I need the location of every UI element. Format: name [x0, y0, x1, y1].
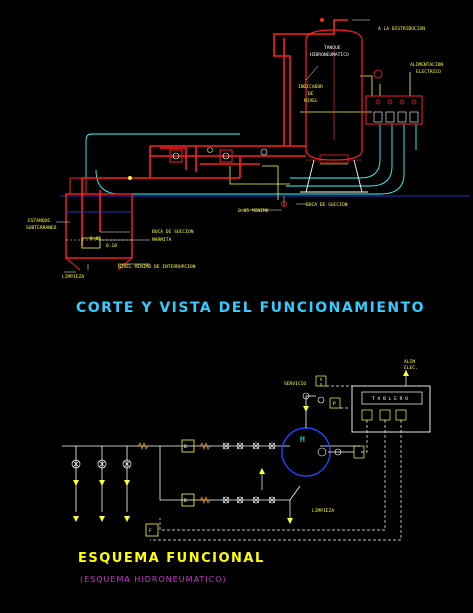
label-limpieza-top: LIMPIEZA	[62, 274, 84, 280]
level-switch	[328, 445, 365, 459]
underground-tank	[65, 177, 133, 271]
label-tanque-1: TANQUE	[324, 45, 341, 51]
svg-text:B: B	[184, 498, 187, 504]
tablero-panel: T A B L E R O	[351, 370, 431, 433]
label-dim-2: 0.10	[106, 243, 117, 249]
distribution-lines	[62, 445, 160, 512]
label-limpieza-bottom: LIMPIEZA	[312, 508, 334, 514]
discharge-pipes	[273, 19, 348, 146]
svg-text:B: B	[184, 444, 187, 450]
svg-text:T A B L E R O: T A B L E R O	[372, 396, 408, 402]
label-dim-1: 0.05	[90, 236, 101, 242]
marker-dot-2	[320, 18, 324, 22]
svg-text:H: H	[300, 435, 305, 444]
tank-symbol: H	[281, 427, 331, 477]
label-alimentacion-1: ALIMENTACION	[410, 62, 443, 68]
title-corte: CORTE Y VISTA DEL FUNCIONAMIENTO	[76, 300, 425, 316]
label-alim-1: ALIM	[404, 359, 415, 365]
pump-pipes	[81, 145, 306, 246]
panel-contact-2	[385, 111, 395, 123]
top-section: A LA DISTRIBUCION TANQUE HIDRONEUMATICO …	[26, 18, 470, 316]
svg-text:P: P	[333, 401, 336, 407]
control-wiring	[150, 376, 402, 541]
service-outlet: P	[302, 375, 341, 428]
title-esquema: ESQUEMA FUNCIONAL	[78, 551, 265, 566]
panel-contact-3	[397, 111, 407, 123]
hydropneumatic-tank	[300, 29, 368, 193]
label-tanque-2: HIDRONEUMATICO	[310, 52, 349, 58]
cleaning-outlet	[259, 468, 293, 524]
label-alim-2: ELEC.	[404, 365, 418, 371]
label-minimo: 0.05 MINIMO	[238, 208, 269, 214]
marker-dot-1	[281, 201, 287, 207]
label-indicador-3: NIVEL	[304, 98, 318, 104]
fixture-icons	[71, 459, 132, 469]
pump-box-upper: B	[181, 439, 195, 453]
float-switch: F	[145, 523, 159, 537]
label-estanque-1: ESTANQUE	[28, 218, 50, 224]
label-alimentacion-2: ELECTRICO	[416, 69, 441, 75]
label-indicador-2: DE	[308, 91, 314, 97]
pump-box-lower: B	[181, 493, 195, 507]
label-boca-succion-2: BOCA DE SUCCION	[306, 202, 348, 208]
pressure-switch-icon	[373, 69, 383, 79]
inline-valves	[222, 442, 276, 504]
label-indicador-1: INDICADOR	[298, 84, 323, 90]
pump-2	[219, 149, 233, 163]
panel-contact-1	[373, 111, 383, 123]
electric-conduits	[85, 124, 417, 195]
label-nivel-minimo-interrupcion: NIVEL MINIMO DE INTERRUPCION	[118, 264, 196, 270]
signal-wires	[229, 72, 411, 200]
label-distribucion: A LA DISTRIBUCION	[378, 26, 425, 32]
flexible-couplings	[137, 441, 211, 505]
label-boca-succion-1: BOCA DE SUCCION	[152, 229, 194, 235]
label-marmita: MARMITA	[152, 237, 172, 243]
svg-text:F: F	[149, 528, 152, 534]
valve-icon	[260, 148, 268, 156]
label-estanque-2: SUBTERRANEO	[26, 225, 57, 231]
label-servicio: SERVICIO	[284, 381, 306, 387]
leader-lines	[56, 19, 370, 273]
subtitle-esquema: (ESQUEMA HIDRONEUMATICO)	[80, 575, 227, 584]
panel-contact-4	[409, 111, 419, 123]
marker-dot-3	[128, 176, 132, 180]
control-panel	[365, 95, 423, 125]
fixture-arrows	[73, 480, 130, 522]
bottom-section: B B H	[62, 359, 431, 584]
check-valve-icon	[207, 147, 213, 153]
pump-1	[169, 149, 183, 163]
